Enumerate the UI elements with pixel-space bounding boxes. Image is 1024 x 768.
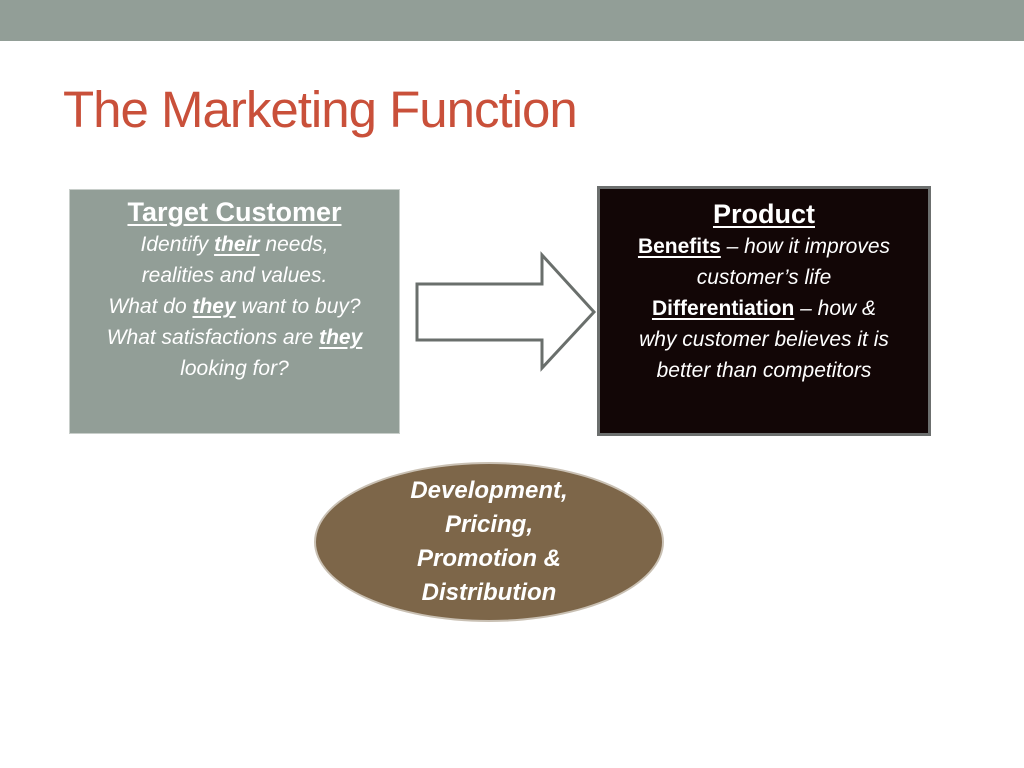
target-customer-heading: Target Customer: [127, 197, 342, 227]
target-line-3: What do they want to buy?: [108, 295, 361, 318]
product-box: Product Benefits – how it improves custo…: [597, 186, 931, 436]
target-line-1: Identify their needs,: [140, 233, 329, 256]
marketing-mix-text: Development, Pricing, Promotion & Distri…: [410, 477, 568, 606]
target-line-5: looking for?: [180, 357, 289, 380]
marketing-mix-oval: Development, Pricing, Promotion & Distri…: [314, 462, 664, 622]
product-benefits-line-2: customer’s life: [696, 266, 832, 289]
product-benefits-line: Benefits – how it improves: [637, 235, 891, 258]
slide-title: The Marketing Function: [63, 81, 578, 138]
product-differentiation-line: Differentiation – how &: [651, 297, 877, 320]
product-differentiation-line-3: better than competitors: [656, 359, 872, 382]
target-customer-box: Target Customer Identify their needs, re…: [69, 189, 400, 434]
top-accent-bar: [0, 0, 1024, 41]
product-differentiation-line-2: why customer believes it is: [639, 328, 889, 351]
target-line-2: realities and values.: [141, 264, 328, 287]
product-heading: Product: [712, 199, 815, 229]
target-line-4: What satisfactions are they: [106, 326, 363, 349]
right-block-arrow-icon: [415, 251, 597, 372]
